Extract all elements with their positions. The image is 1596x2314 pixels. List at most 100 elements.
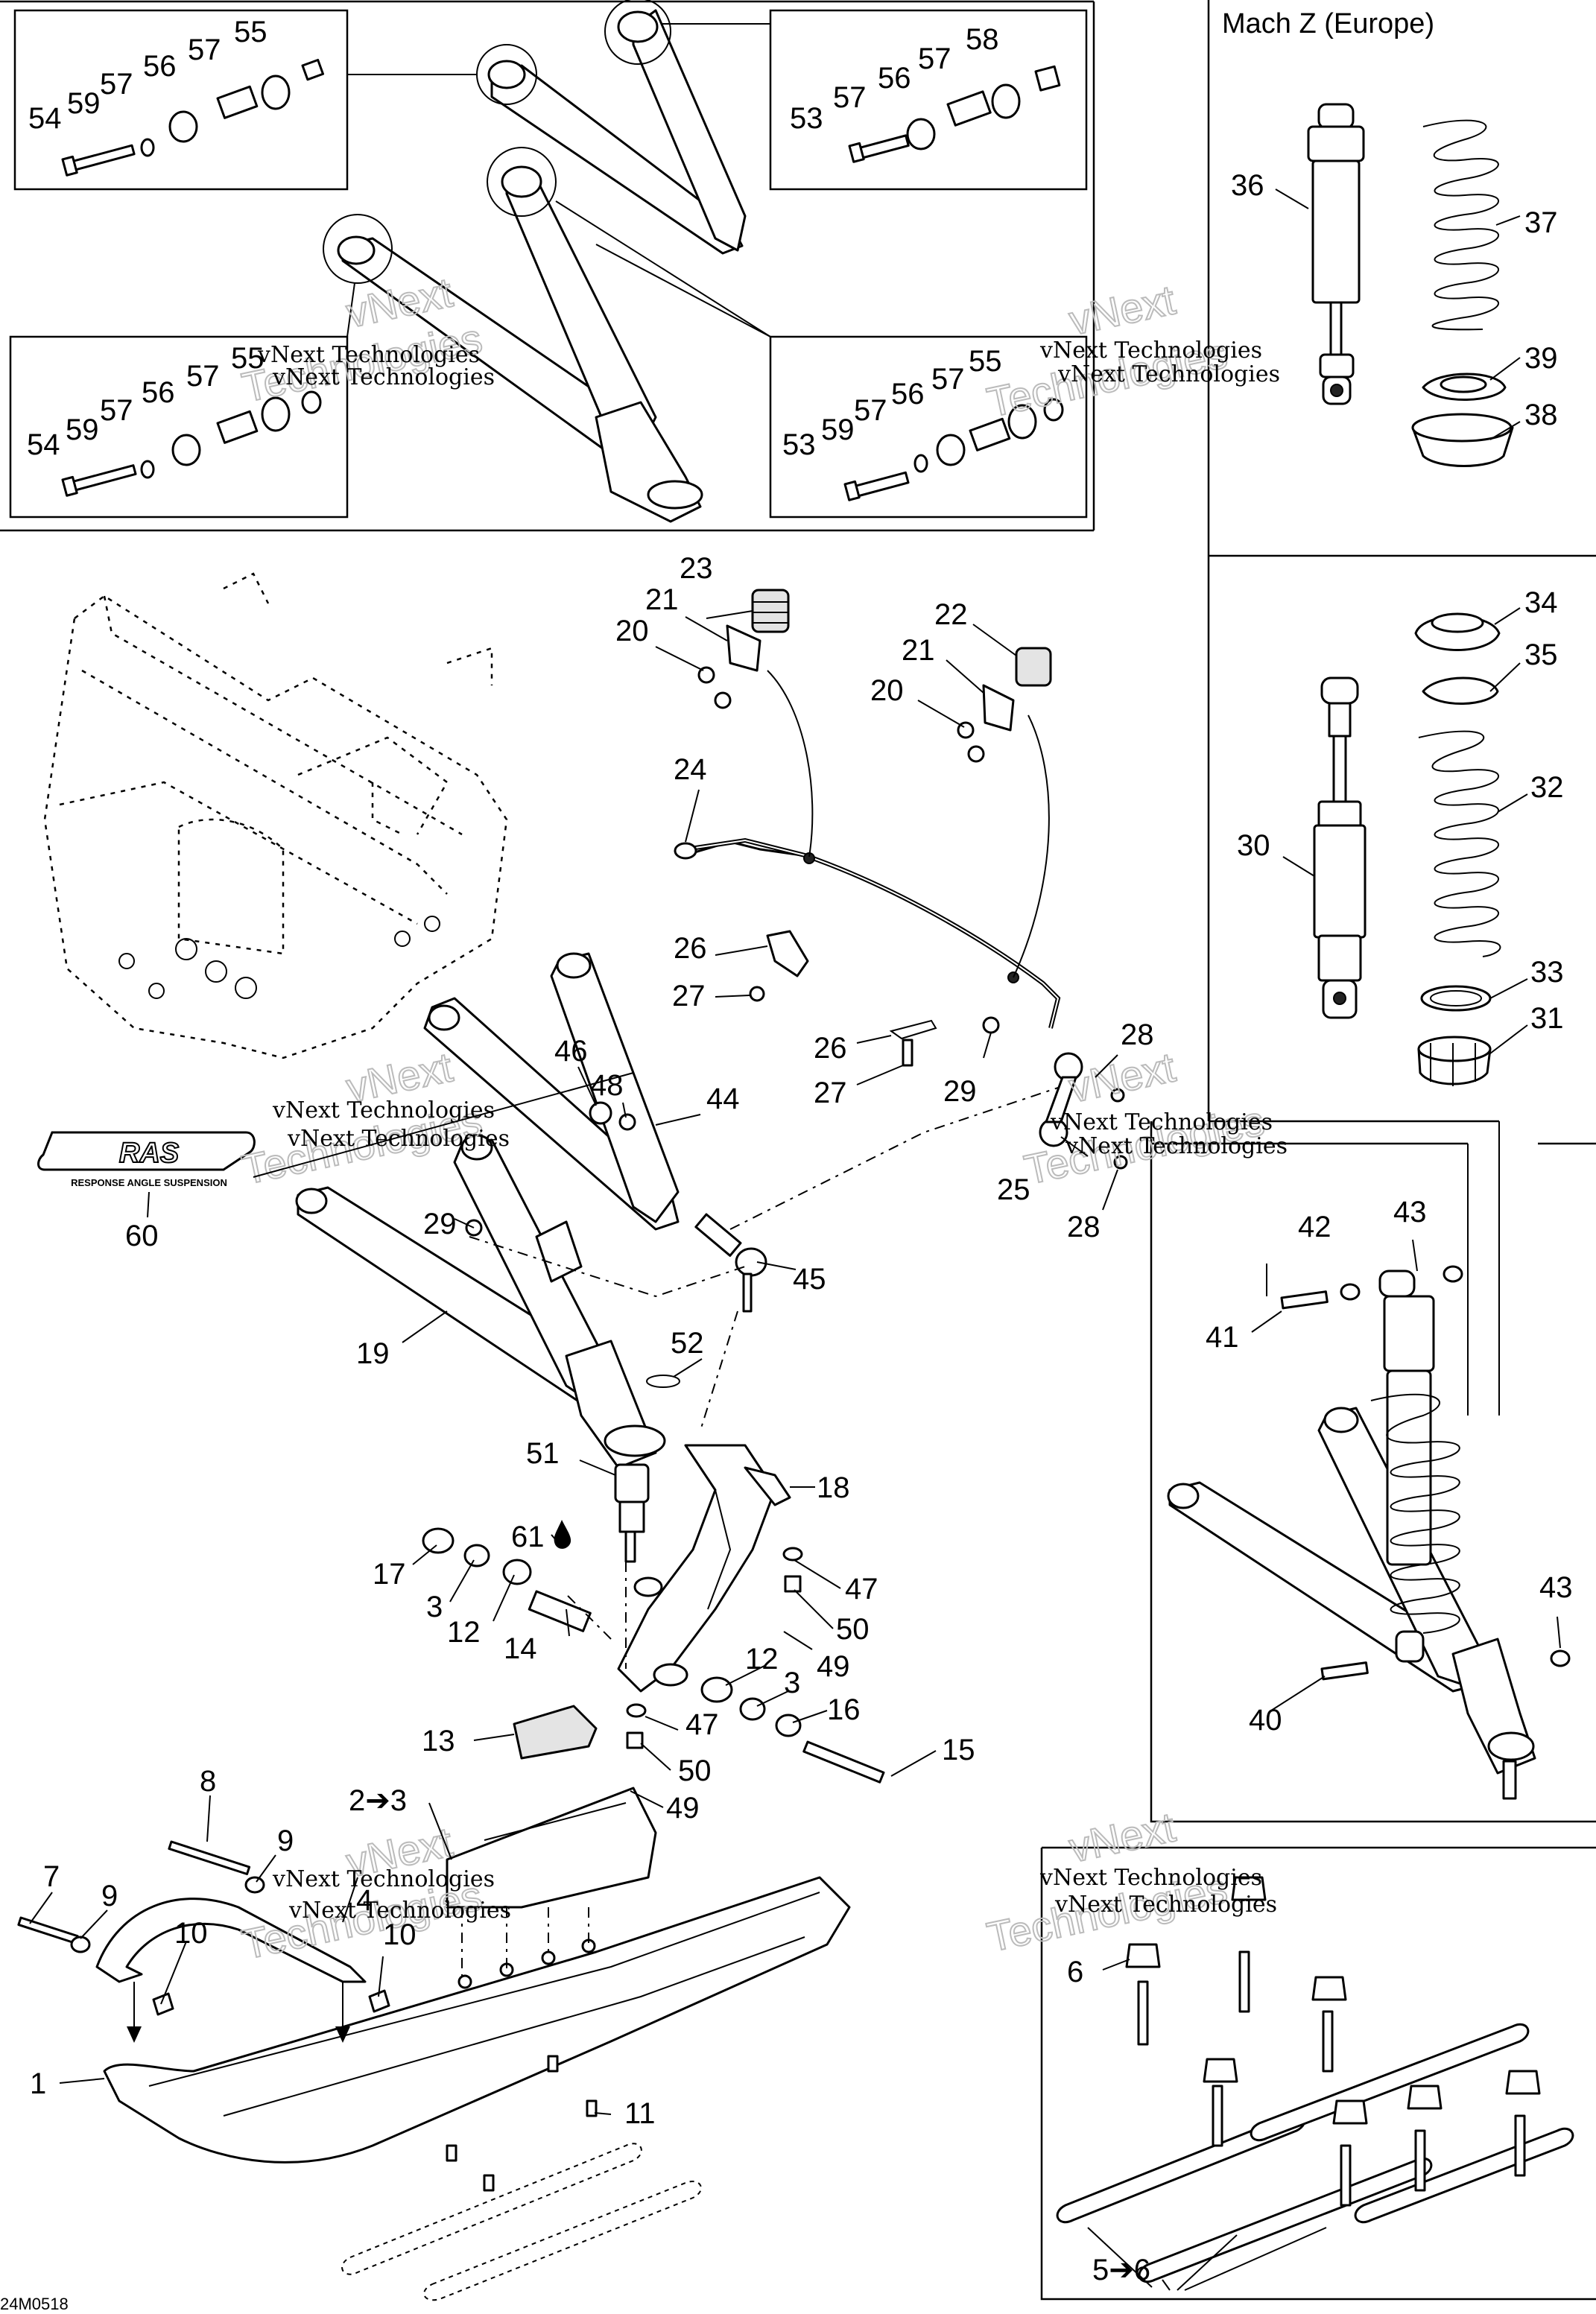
callout-56: 56 xyxy=(142,376,175,409)
callout-57: 57 xyxy=(931,363,965,396)
spring-seat-38 xyxy=(1411,413,1514,467)
ski-bolt-7-8 xyxy=(17,1840,390,2016)
callout-21: 21 xyxy=(645,583,679,616)
spring-seat-34 xyxy=(1414,612,1501,651)
spring-37 xyxy=(1422,119,1499,331)
ras-logo-tagline: RESPONSE ANGLE SUSPENSION xyxy=(71,1177,227,1188)
carbide-runners-box xyxy=(1056,1876,1574,2291)
upper-a-arm-44 xyxy=(423,952,680,1231)
callout-36: 36 xyxy=(1231,169,1264,202)
rear-a-arm-40 xyxy=(1167,1407,1536,1800)
oil-drop-icon xyxy=(554,1520,571,1549)
upper-a-arm-top xyxy=(476,0,747,255)
callout-28: 28 xyxy=(1067,1211,1101,1243)
svg-text:vNext Technologies: vNext Technologies xyxy=(272,1097,495,1123)
callout-48: 48 xyxy=(590,1069,624,1102)
callout-15: 15 xyxy=(942,1734,975,1766)
callout-57: 57 xyxy=(854,394,887,427)
callout-47: 47 xyxy=(845,1573,878,1605)
spindle-18 xyxy=(617,1444,791,1693)
callout-56: 56 xyxy=(878,62,911,95)
svg-text:vNext Technologies: vNext Technologies xyxy=(1057,361,1280,387)
spring-seat-39 xyxy=(1422,373,1507,401)
callout-55: 55 xyxy=(234,16,267,48)
callout-49: 49 xyxy=(666,1792,700,1825)
svg-text:vNext Technologies: vNext Technologies xyxy=(1054,1892,1277,1918)
callout-30: 30 xyxy=(1237,829,1270,862)
steering-hardware-right xyxy=(626,1547,885,1784)
svg-text:vNext Technologies: vNext Technologies xyxy=(288,1898,511,1924)
callout-46: 46 xyxy=(554,1035,588,1068)
bushing-23 xyxy=(751,589,790,633)
callout-53: 53 xyxy=(782,428,816,461)
callout-1: 1 xyxy=(30,2067,46,2100)
hardware-box-top-left xyxy=(13,9,477,191)
ball-joint-51 xyxy=(614,1463,650,1563)
callout-17: 17 xyxy=(373,1558,406,1591)
rear-hardware xyxy=(1280,1121,1571,1681)
callout-55: 55 xyxy=(231,342,265,375)
callout-14: 14 xyxy=(504,1632,537,1665)
callout-61: 61 xyxy=(511,1521,545,1553)
callout-57: 57 xyxy=(833,81,867,114)
callout-12: 12 xyxy=(447,1616,481,1649)
callout-35: 35 xyxy=(1524,638,1558,671)
bracket-21-right xyxy=(957,684,1015,763)
callout-57: 57 xyxy=(186,360,220,393)
ras-logo-text: RAS xyxy=(119,1138,179,1169)
ski-plate-2 xyxy=(446,1787,657,1909)
callout-57: 57 xyxy=(188,34,221,66)
callout-10: 10 xyxy=(383,1918,417,1951)
callout-54: 54 xyxy=(27,428,60,461)
callout-20: 20 xyxy=(615,615,649,647)
callout-45: 45 xyxy=(793,1263,826,1296)
callout-26: 26 xyxy=(814,1032,847,1065)
callout-labels: 54 59 57 56 57 55 53 57 56 57 58 55 57 5… xyxy=(27,16,1573,2286)
chassis-frame xyxy=(43,572,508,1059)
spring-seat-35 xyxy=(1422,676,1499,705)
callout-7: 7 xyxy=(43,1860,60,1893)
spring-seat-33 xyxy=(1420,985,1492,1012)
assembly-lines xyxy=(469,1087,1059,1669)
callout-23: 23 xyxy=(680,552,713,585)
svg-text:vNext Technologies: vNext Technologies xyxy=(1039,1865,1262,1891)
ball-joint-45 xyxy=(694,1213,767,1313)
callout-34: 34 xyxy=(1524,586,1558,619)
callout-3: 3 xyxy=(784,1667,800,1699)
callout-24: 24 xyxy=(674,753,707,786)
clip-26-27 xyxy=(889,1019,937,1067)
callout-29: 29 xyxy=(943,1075,977,1108)
callout-10: 10 xyxy=(174,1917,208,1950)
callout-57: 57 xyxy=(918,42,951,75)
hardware-box-mid-right xyxy=(595,244,1088,519)
callout-9: 9 xyxy=(101,1880,118,1912)
callout-49: 49 xyxy=(817,1650,850,1683)
callout-21: 21 xyxy=(902,634,935,667)
svg-text:vNext Technologies: vNext Technologies xyxy=(287,1126,510,1152)
callout-51: 51 xyxy=(526,1437,560,1470)
svg-text:vNext Technologies: vNext Technologies xyxy=(1039,337,1262,364)
callout-47: 47 xyxy=(685,1708,719,1741)
callout-4: 4 xyxy=(356,1884,373,1917)
callout-29: 29 xyxy=(423,1208,457,1240)
callout-52: 52 xyxy=(671,1327,704,1360)
callout-18: 18 xyxy=(817,1471,850,1504)
callout-38: 38 xyxy=(1524,399,1558,431)
callout-41: 41 xyxy=(1206,1321,1239,1354)
callout-50: 50 xyxy=(678,1754,712,1787)
panel-title: Mach Z (Europe) xyxy=(1222,8,1434,39)
callout-19: 19 xyxy=(356,1337,390,1370)
ski-pad-13 xyxy=(513,1705,598,1760)
callout-37: 37 xyxy=(1524,206,1558,239)
sway-bar-24 xyxy=(674,670,1061,1029)
runner-bolts-11 xyxy=(446,2055,598,2192)
svg-text:vNext Technologies: vNext Technologies xyxy=(272,1866,495,1892)
callout-39: 39 xyxy=(1524,342,1558,375)
callout-11: 11 xyxy=(624,2097,656,2130)
callout-2-to-3: 2➔3 xyxy=(349,1784,407,1817)
spring-32 xyxy=(1418,730,1501,957)
svg-text:vNext: vNext xyxy=(1065,1803,1179,1871)
ras-logo: RAS RESPONSE ANGLE SUSPENSION xyxy=(37,1131,256,1188)
steering-hardware-left xyxy=(422,1527,592,1632)
